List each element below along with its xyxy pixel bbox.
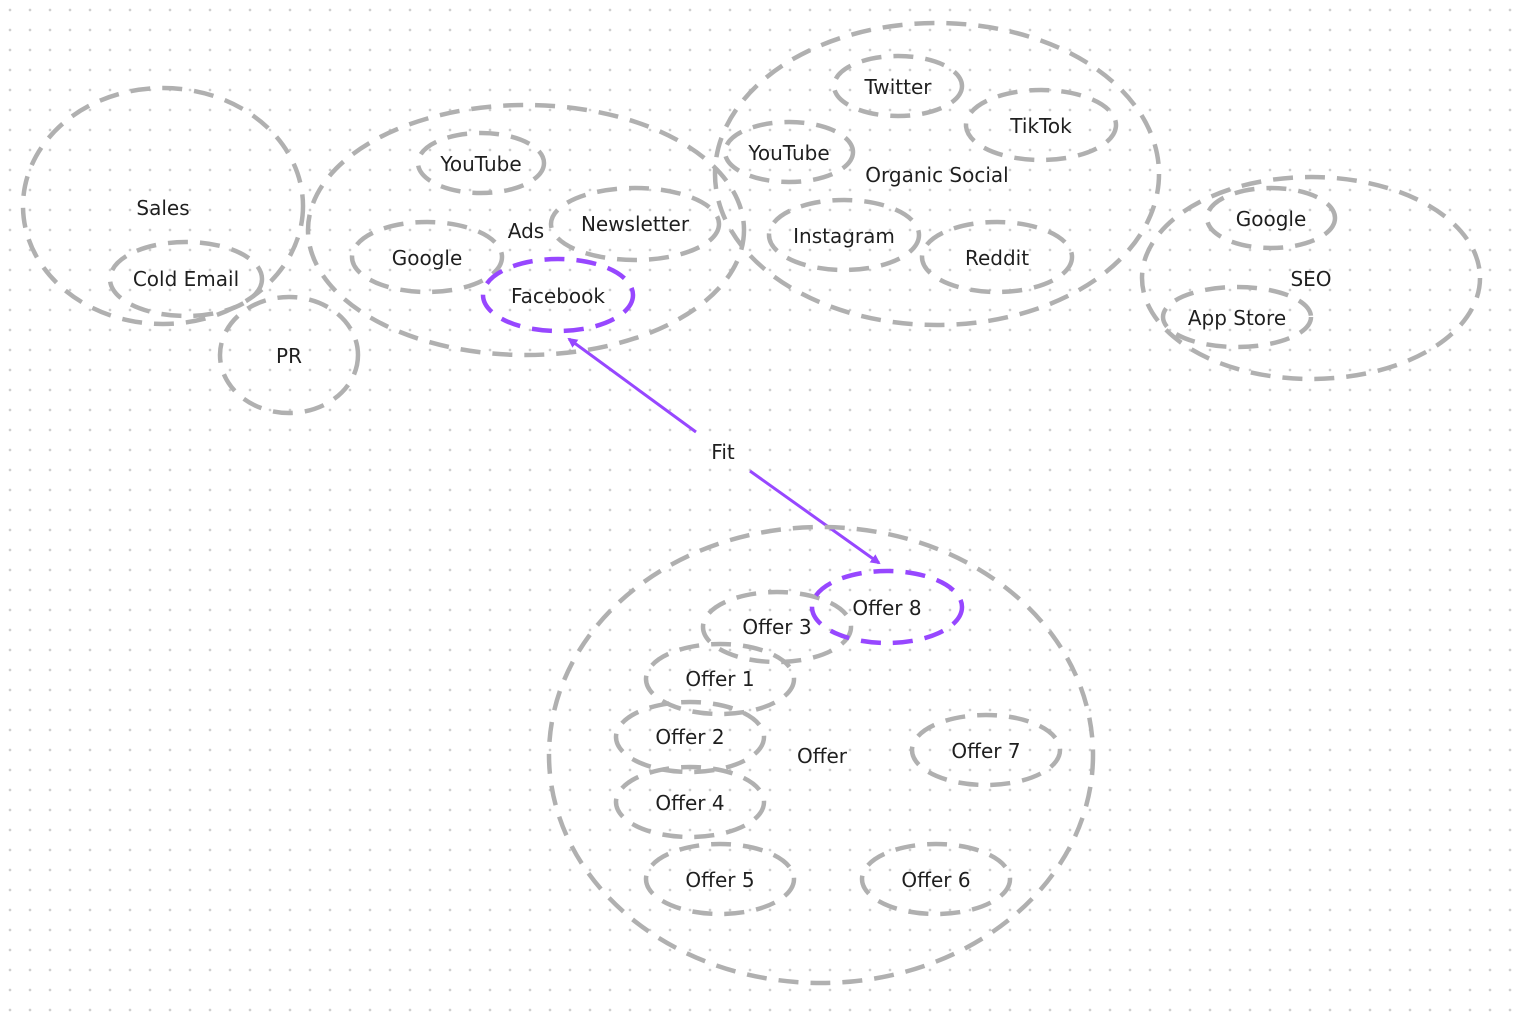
organic-social-group[interactable]: Organic Social bbox=[712, 20, 1162, 328]
ads-newsletter-node[interactable]: Newsletter bbox=[548, 185, 722, 263]
app-store-label: App Store bbox=[1188, 306, 1286, 330]
ads-newsletter-label: Newsletter bbox=[581, 212, 690, 236]
pr-node[interactable]: PR bbox=[217, 294, 361, 416]
offer-2-ellipse[interactable] bbox=[613, 699, 767, 775]
seo-group[interactable]: SEO bbox=[1139, 174, 1483, 382]
offer-8-label: Offer 8 bbox=[852, 596, 921, 620]
offer-1-ellipse[interactable] bbox=[643, 641, 797, 717]
offer-ellipse[interactable] bbox=[546, 524, 1096, 986]
fit-connector-label: Fit bbox=[711, 440, 735, 464]
ads-newsletter-ellipse[interactable] bbox=[548, 185, 722, 263]
offer-7-label: Offer 7 bbox=[951, 739, 1020, 763]
ads-youtube-ellipse[interactable] bbox=[415, 130, 547, 196]
ads-group[interactable]: Ads bbox=[305, 102, 747, 358]
fit-connector-line-upper[interactable] bbox=[567, 337, 697, 434]
organic-youtube-label: YouTube bbox=[747, 141, 829, 165]
seo-ellipse[interactable] bbox=[1139, 174, 1483, 382]
organic-social-ellipse[interactable] bbox=[712, 20, 1162, 328]
seo-google-label: Google bbox=[1236, 207, 1307, 231]
offer-7-ellipse[interactable] bbox=[909, 712, 1063, 788]
reddit-ellipse[interactable] bbox=[919, 219, 1075, 295]
sales-group[interactable]: Sales bbox=[20, 85, 306, 327]
ads-label: Ads bbox=[508, 219, 544, 243]
offer-3-label: Offer 3 bbox=[742, 615, 811, 639]
organic-youtube-node[interactable]: YouTube bbox=[722, 119, 856, 185]
offer-4-node[interactable]: Offer 4 bbox=[613, 764, 767, 840]
ads-facebook-ellipse[interactable] bbox=[480, 256, 636, 334]
seo-google-node[interactable]: Google bbox=[1204, 185, 1338, 251]
pr-label: PR bbox=[276, 344, 302, 368]
tiktok-label: TikTok bbox=[1009, 114, 1072, 138]
offer-3-ellipse[interactable] bbox=[700, 589, 854, 665]
sales-label: Sales bbox=[136, 196, 189, 220]
organic-youtube-ellipse[interactable] bbox=[722, 119, 856, 185]
tiktok-ellipse[interactable] bbox=[963, 87, 1119, 163]
offer-5-node[interactable]: Offer 5 bbox=[643, 841, 797, 917]
instagram-node[interactable]: Instagram bbox=[766, 197, 922, 273]
offer-7-node[interactable]: Offer 7 bbox=[909, 712, 1063, 788]
ads-google-label: Google bbox=[392, 246, 463, 270]
reddit-label: Reddit bbox=[965, 246, 1029, 270]
twitter-ellipse[interactable] bbox=[831, 53, 965, 119]
offer-8-node[interactable]: Offer 8 bbox=[809, 568, 965, 646]
ads-facebook-node[interactable]: Facebook bbox=[480, 256, 636, 334]
tiktok-node[interactable]: TikTok bbox=[963, 87, 1119, 163]
offer-6-node[interactable]: Offer 6 bbox=[859, 841, 1013, 917]
twitter-label: Twitter bbox=[863, 75, 932, 99]
cold-email-ellipse[interactable] bbox=[107, 239, 265, 319]
ads-youtube-node[interactable]: YouTube bbox=[415, 130, 547, 196]
ads-ellipse[interactable] bbox=[305, 102, 747, 358]
app-store-ellipse[interactable] bbox=[1160, 284, 1314, 350]
offer-1-label: Offer 1 bbox=[685, 667, 754, 691]
offer-1-node[interactable]: Offer 1 bbox=[643, 641, 797, 717]
offer-4-label: Offer 4 bbox=[655, 791, 724, 815]
offer-6-ellipse[interactable] bbox=[859, 841, 1013, 917]
ads-facebook-label: Facebook bbox=[511, 284, 605, 308]
offer-5-ellipse[interactable] bbox=[643, 841, 797, 917]
pr-ellipse[interactable] bbox=[217, 294, 361, 416]
cold-email-node[interactable]: Cold Email bbox=[107, 239, 265, 319]
fit-connector-line-lower[interactable] bbox=[749, 469, 881, 565]
seo-google-ellipse[interactable] bbox=[1204, 185, 1338, 251]
offer-3-node[interactable]: Offer 3 bbox=[700, 589, 854, 665]
offer-2-node[interactable]: Offer 2 bbox=[613, 699, 767, 775]
offer-6-label: Offer 6 bbox=[901, 868, 970, 892]
sales-ellipse[interactable] bbox=[20, 85, 306, 327]
fit-connector[interactable]: Fit bbox=[567, 337, 881, 565]
ads-youtube-label: YouTube bbox=[439, 152, 521, 176]
twitter-node[interactable]: Twitter bbox=[831, 53, 965, 119]
cold-email-label: Cold Email bbox=[133, 267, 239, 291]
instagram-label: Instagram bbox=[793, 224, 895, 248]
offer-group[interactable]: Offer bbox=[546, 524, 1096, 986]
app-store-node[interactable]: App Store bbox=[1160, 284, 1314, 350]
offer-8-ellipse[interactable] bbox=[809, 568, 965, 646]
reddit-node[interactable]: Reddit bbox=[919, 219, 1075, 295]
seo-label: SEO bbox=[1290, 267, 1331, 291]
offer-5-label: Offer 5 bbox=[685, 868, 754, 892]
organic-social-label: Organic Social bbox=[865, 163, 1008, 187]
ads-google-node[interactable]: Google bbox=[349, 219, 505, 295]
ads-google-ellipse[interactable] bbox=[349, 219, 505, 295]
instagram-ellipse[interactable] bbox=[766, 197, 922, 273]
offer-label: Offer bbox=[797, 744, 848, 768]
offer-2-label: Offer 2 bbox=[655, 725, 724, 749]
offer-4-ellipse[interactable] bbox=[613, 764, 767, 840]
